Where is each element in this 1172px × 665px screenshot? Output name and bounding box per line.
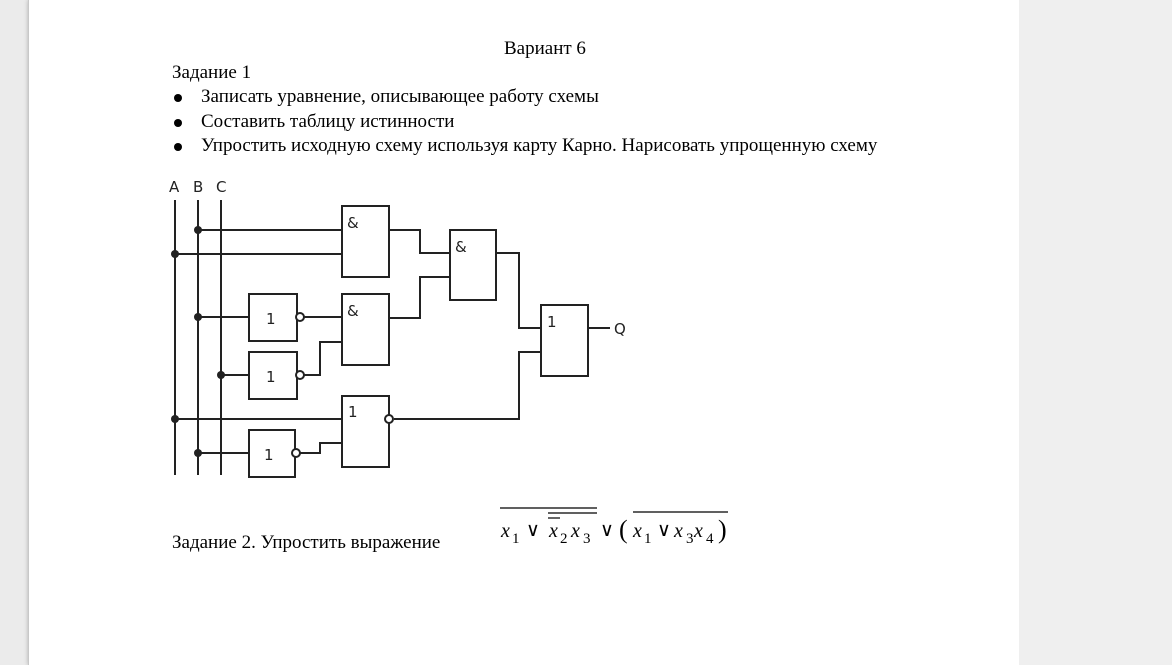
or-gate-1 [341, 395, 390, 468]
inverter-bubble [295, 312, 305, 322]
junction-dot [194, 449, 202, 457]
formula-index: 3 [583, 531, 591, 547]
bullet-item: Упростить исходную схему используя карту… [172, 135, 877, 160]
formula-or-operator: ∨ [526, 520, 540, 541]
junction-dot [194, 313, 202, 321]
junction-dots [171, 226, 225, 457]
not-gate-1 [248, 293, 298, 342]
formula-paren: ) [718, 515, 727, 544]
formula-index: 2 [560, 531, 568, 547]
task2-text: Задание 2. Упростить выражение [172, 532, 441, 553]
formula-index: 3 [686, 531, 694, 547]
input-label-b: B [193, 178, 203, 196]
formula-index: 4 [706, 531, 714, 547]
formula-variable: x [570, 520, 580, 542]
junction-dot [171, 250, 179, 258]
formula-variable: x [673, 520, 683, 542]
formula-index: 1 [644, 531, 652, 547]
junction-dot [171, 415, 179, 423]
bullet-text: Упростить исходную схему используя карту… [201, 135, 878, 156]
formula-or-operator: ∨ [657, 520, 671, 541]
input-label-a: A [169, 178, 180, 196]
gate-label: 1 [264, 446, 274, 464]
gate-boxes [248, 205, 589, 478]
inverter-bubble [291, 448, 301, 458]
document-page [28, 0, 1020, 665]
formula-or-operator: ∨ [600, 520, 614, 541]
gate-label: & [347, 214, 359, 232]
gate-label: 1 [266, 368, 276, 386]
bullet-item: Составить таблицу истинности [172, 111, 877, 136]
task1-bullet-list: Записать уравнение, описывающее работу с… [172, 86, 877, 160]
bullet-icon [174, 94, 182, 102]
gate-label: 1 [348, 403, 358, 421]
inverter-bubble [384, 414, 394, 424]
and-gate-2 [341, 293, 390, 366]
gate-label: 1 [547, 313, 557, 331]
formula-paren: ( [619, 515, 628, 544]
variant-title: Вариант 6 [504, 38, 586, 59]
formula-variable: x [500, 520, 510, 542]
bullet-text: Записать уравнение, описывающее работу с… [201, 86, 599, 107]
task1-heading: Задание 1 [172, 62, 252, 83]
bullet-icon [174, 143, 182, 151]
formula-text: x 1 ∨ x 2 x 3 ∨ ( x 1 ∨ x 3 x 4 ) [500, 515, 727, 547]
bullet-item: Записать уравнение, описывающее работу с… [172, 86, 877, 111]
inverter-bubble [295, 370, 305, 380]
not-gate-2 [248, 351, 298, 400]
and-gate-3 [449, 229, 497, 301]
circuit-wires [174, 200, 610, 475]
formula-index: 1 [512, 531, 520, 547]
input-label-c: C [216, 178, 226, 196]
formula-variable: x [548, 520, 558, 542]
formula-variable: x [693, 520, 703, 542]
viewer-background-right [1019, 0, 1172, 665]
output-label-q: Q [614, 320, 626, 338]
gate-label: 1 [266, 310, 276, 328]
or-gate-2 [540, 304, 589, 377]
junction-dot [194, 226, 202, 234]
junction-dot [217, 371, 225, 379]
gate-label: & [347, 302, 359, 320]
bullet-text: Составить таблицу истинности [201, 110, 455, 132]
not-gate-3 [248, 429, 296, 478]
gate-label: & [455, 238, 467, 256]
and-gate-1 [341, 205, 390, 278]
bullet-icon [174, 118, 182, 127]
formula-variable: x [632, 520, 642, 542]
formula-overbars [500, 507, 728, 519]
circuit-labels: A B C Q & & & 1 1 1 1 1 [169, 178, 626, 464]
